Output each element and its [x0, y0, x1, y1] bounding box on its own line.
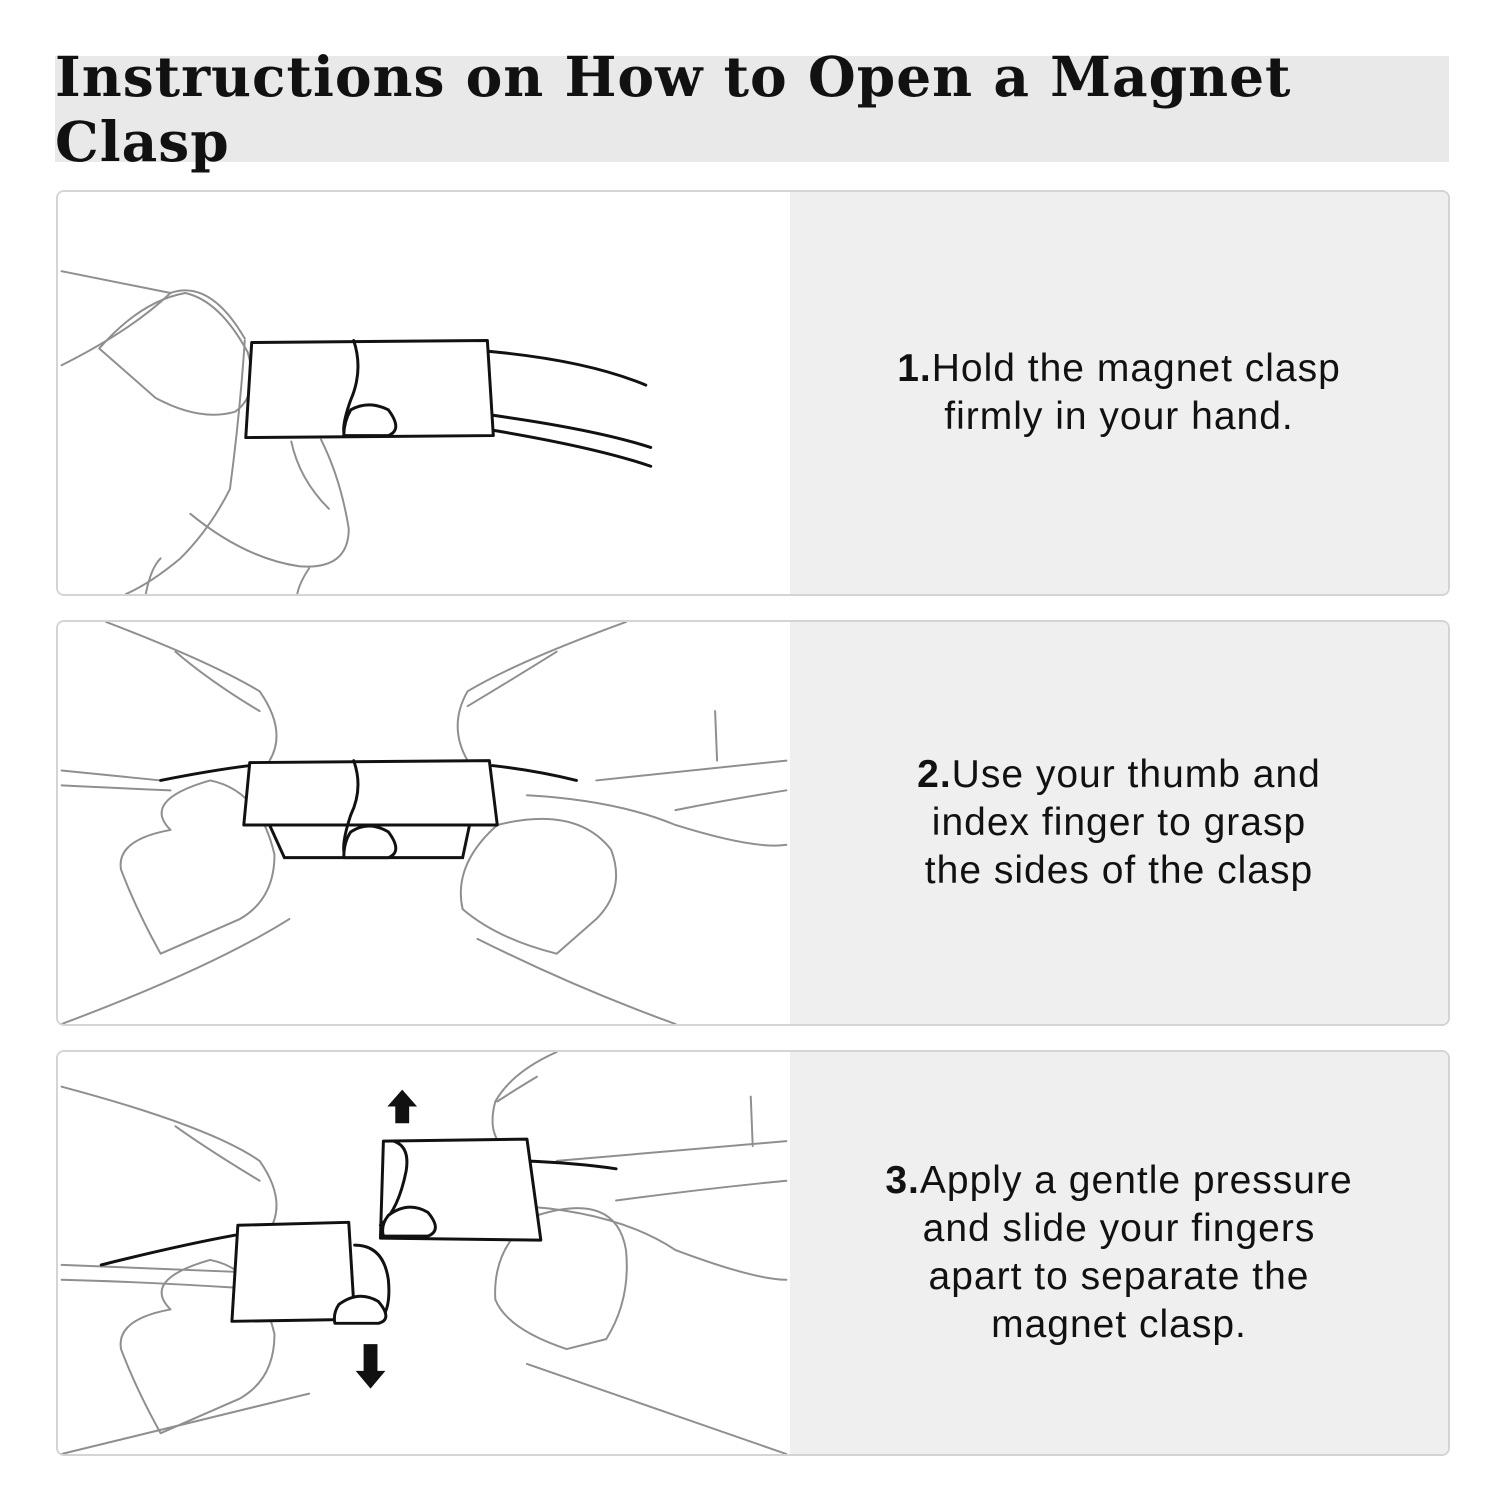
step-1-text-panel: 1.Hold the magnet clasp firmly in your h… — [790, 192, 1448, 594]
separating-clasp-drawing — [60, 1052, 788, 1454]
page-title: Instructions on How to Open a Magnet Cla… — [55, 44, 1292, 174]
step-3-illustration — [58, 1052, 790, 1454]
step-card-3: 3.Apply a gentle pressure and slide your… — [56, 1050, 1450, 1456]
arrow-up-icon — [387, 1089, 418, 1124]
step-2-number: 2. — [917, 753, 952, 796]
fingers-grasping-clasp-drawing — [60, 622, 788, 1024]
step-2-instruction: Use your thumb and index finger to grasp… — [924, 753, 1321, 892]
hand-holding-clasp-drawing — [60, 270, 653, 594]
step-3-number: 3. — [885, 1159, 920, 1202]
step-1-illustration — [58, 192, 790, 594]
arrow-down-icon — [355, 1344, 386, 1389]
step-3-instruction: Apply a gentle pressure and slide your f… — [919, 1159, 1353, 1346]
step-1-text: 1.Hold the magnet clasp firmly in your h… — [897, 345, 1341, 441]
step-1-instruction: Hold the magnet clasp firmly in your han… — [931, 347, 1341, 438]
step-card-2: 2.Use your thumb and index finger to gra… — [56, 620, 1450, 1026]
step-2-illustration — [58, 622, 790, 1024]
title-bar: Instructions on How to Open a Magnet Cla… — [55, 44, 1449, 174]
step-card-1: 1.Hold the magnet clasp firmly in your h… — [56, 190, 1450, 596]
step-1-number: 1. — [897, 347, 932, 390]
step-3-text-panel: 3.Apply a gentle pressure and slide your… — [790, 1052, 1448, 1454]
step-3-text: 3.Apply a gentle pressure and slide your… — [885, 1157, 1352, 1349]
step-2-text-panel: 2.Use your thumb and index finger to gra… — [790, 622, 1448, 1024]
step-2-text: 2.Use your thumb and index finger to gra… — [917, 751, 1321, 895]
